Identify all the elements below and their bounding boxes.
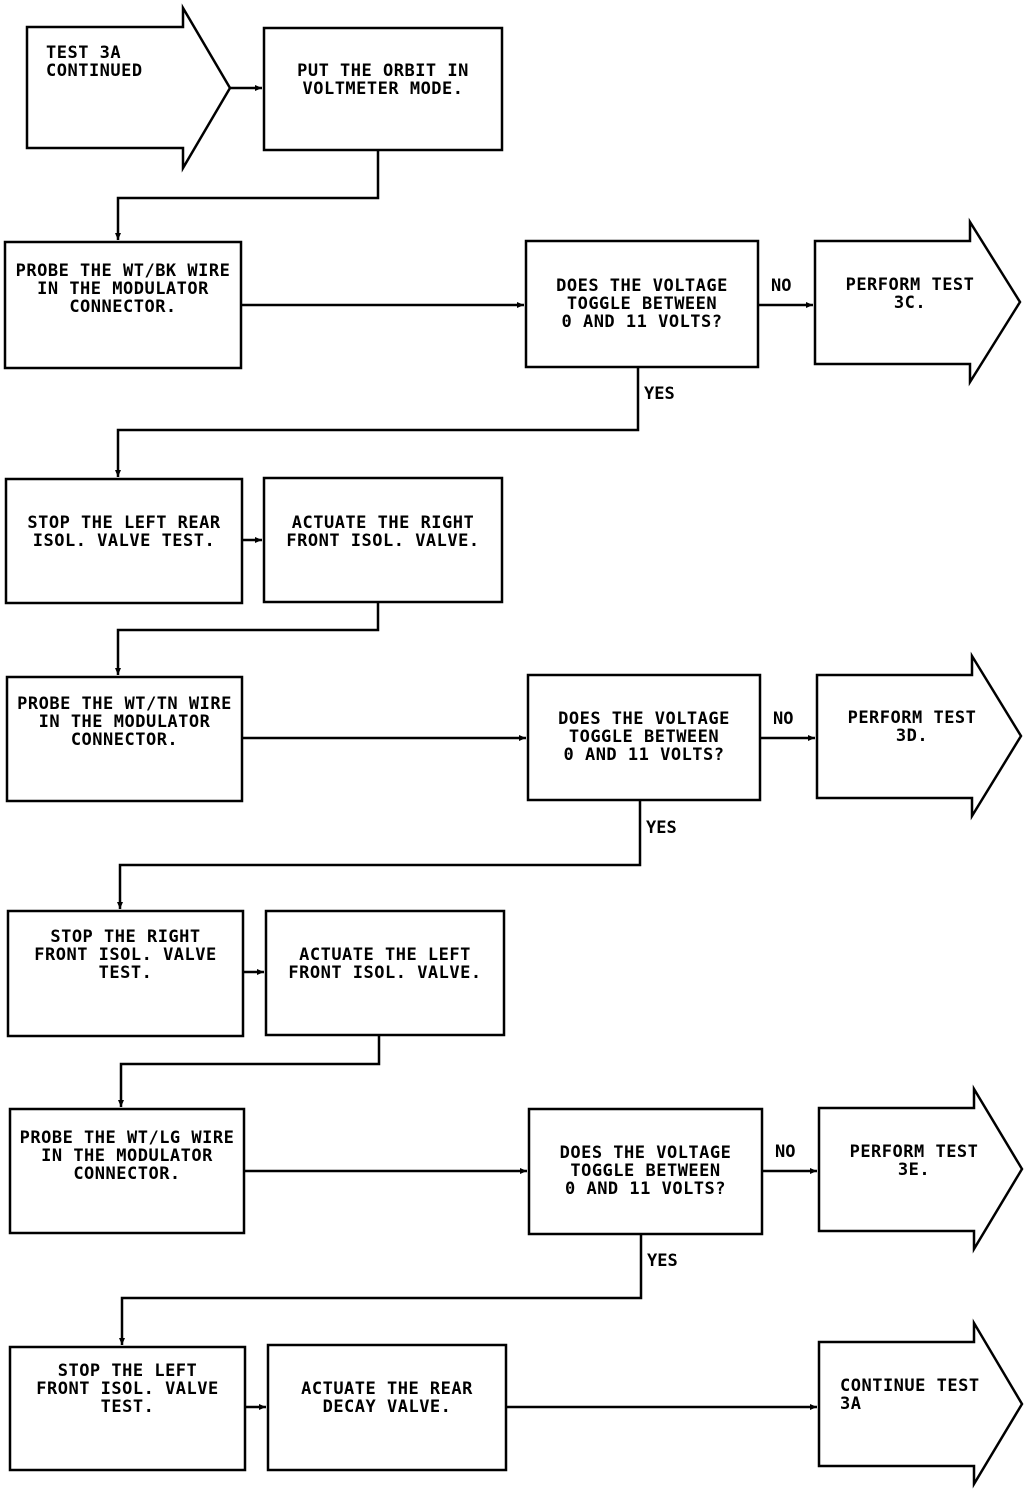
stop2-label: STOP THE RIGHT FRONT ISOL. VALVE TEST. bbox=[34, 927, 217, 983]
stop2-box-shape bbox=[6, 909, 245, 1038]
edge-no-label-2: NO bbox=[773, 709, 794, 729]
put-orbit-label: PUT THE ORBIT IN VOLTMETER MODE. bbox=[297, 61, 469, 99]
act1-box-shape bbox=[262, 476, 504, 604]
act2-label: ACTUATE THE LEFT FRONT ISOL. VALVE. bbox=[288, 945, 482, 983]
cont3a-label: CONTINUE TEST 3A bbox=[840, 1376, 980, 1414]
test3c-arrow-shape bbox=[813, 217, 1022, 387]
start-arrow-shape bbox=[25, 3, 232, 173]
test3e-label: PERFORM TEST 3E. bbox=[849, 1142, 979, 1180]
cont3a-arrow-shape bbox=[817, 1318, 1024, 1489]
probe2-label: PROBE THE WT/TN WIRE IN THE MODULATOR CO… bbox=[17, 694, 232, 750]
stop3-box-shape bbox=[8, 1345, 247, 1472]
test3d-arrow-shape bbox=[815, 651, 1023, 821]
start-label: TEST 3A CONTINUED bbox=[46, 43, 143, 81]
stop3-label: STOP THE LEFT FRONT ISOL. VALVE TEST. bbox=[36, 1361, 219, 1417]
edge-yes-label-3: YES bbox=[647, 1251, 678, 1271]
q1-label: DOES THE VOLTAGE TOGGLE BETWEEN 0 AND 11… bbox=[556, 276, 728, 332]
test3c-label: PERFORM TEST 3C. bbox=[845, 275, 975, 313]
test3d-label: PERFORM TEST 3D. bbox=[847, 708, 977, 746]
stop1-label: STOP THE LEFT REAR ISOL. VALVE TEST. bbox=[27, 513, 221, 551]
edge-no-label-1: NO bbox=[771, 276, 792, 296]
probe1-label: PROBE THE WT/BK WIRE IN THE MODULATOR CO… bbox=[15, 261, 231, 317]
q2-label: DOES THE VOLTAGE TOGGLE BETWEEN 0 AND 11… bbox=[558, 709, 730, 765]
put-orbit-box-shape bbox=[262, 26, 504, 152]
act1-label: ACTUATE THE RIGHT FRONT ISOL. VALVE. bbox=[286, 513, 480, 551]
edge-yes-label-1: YES bbox=[644, 384, 675, 404]
edge-no-label-3: NO bbox=[775, 1142, 796, 1162]
edge-yes-label-2: YES bbox=[646, 818, 677, 838]
probe3-label: PROBE THE WT/LG WIRE IN THE MODULATOR CO… bbox=[19, 1128, 235, 1184]
q3-label: DOES THE VOLTAGE TOGGLE BETWEEN 0 AND 11… bbox=[559, 1143, 732, 1199]
test3e-arrow-shape bbox=[817, 1084, 1024, 1254]
act2-box-shape bbox=[264, 909, 506, 1037]
act3-label: ACTUATE THE REAR DECAY VALVE. bbox=[301, 1379, 473, 1417]
